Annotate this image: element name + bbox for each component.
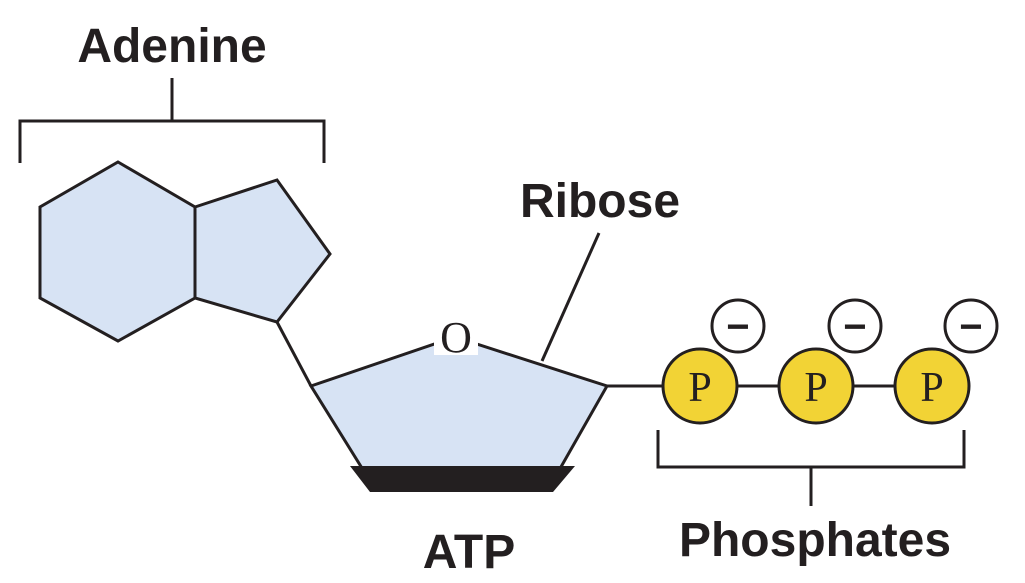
- ribose-thick-edge: [350, 466, 575, 492]
- phosphates-bracket: [656, 430, 966, 506]
- phosphates-label: Phosphates: [679, 514, 951, 567]
- adenine-ribose-bond: [275, 321, 313, 387]
- adenine-bracket: [18, 78, 326, 163]
- negative-charge: −: [959, 305, 982, 349]
- ribose-label: Ribose: [520, 175, 680, 228]
- ring-oxygen-atom: O: [440, 313, 472, 362]
- phosphate-symbol: P: [688, 365, 711, 411]
- phosphate-symbol: P: [920, 365, 943, 411]
- phosphate-group-3: P −: [893, 298, 999, 425]
- ribose-ring: [308, 335, 610, 483]
- negative-charge: −: [843, 305, 866, 349]
- negative-charge: −: [726, 305, 749, 349]
- phosphate-group-2: P −: [777, 298, 883, 425]
- adenine-label: Adenine: [77, 20, 266, 73]
- ring-oxygen-backdrop: [434, 311, 478, 355]
- phosphate-group-1: P −: [661, 298, 766, 425]
- adenine-hexagon-ring: [38, 160, 197, 343]
- adenine-pentagon-ring: [193, 178, 332, 324]
- atp-label: ATP: [423, 526, 515, 579]
- ribose-pointer-line: [540, 232, 601, 362]
- phosphate-symbol: P: [804, 365, 827, 411]
